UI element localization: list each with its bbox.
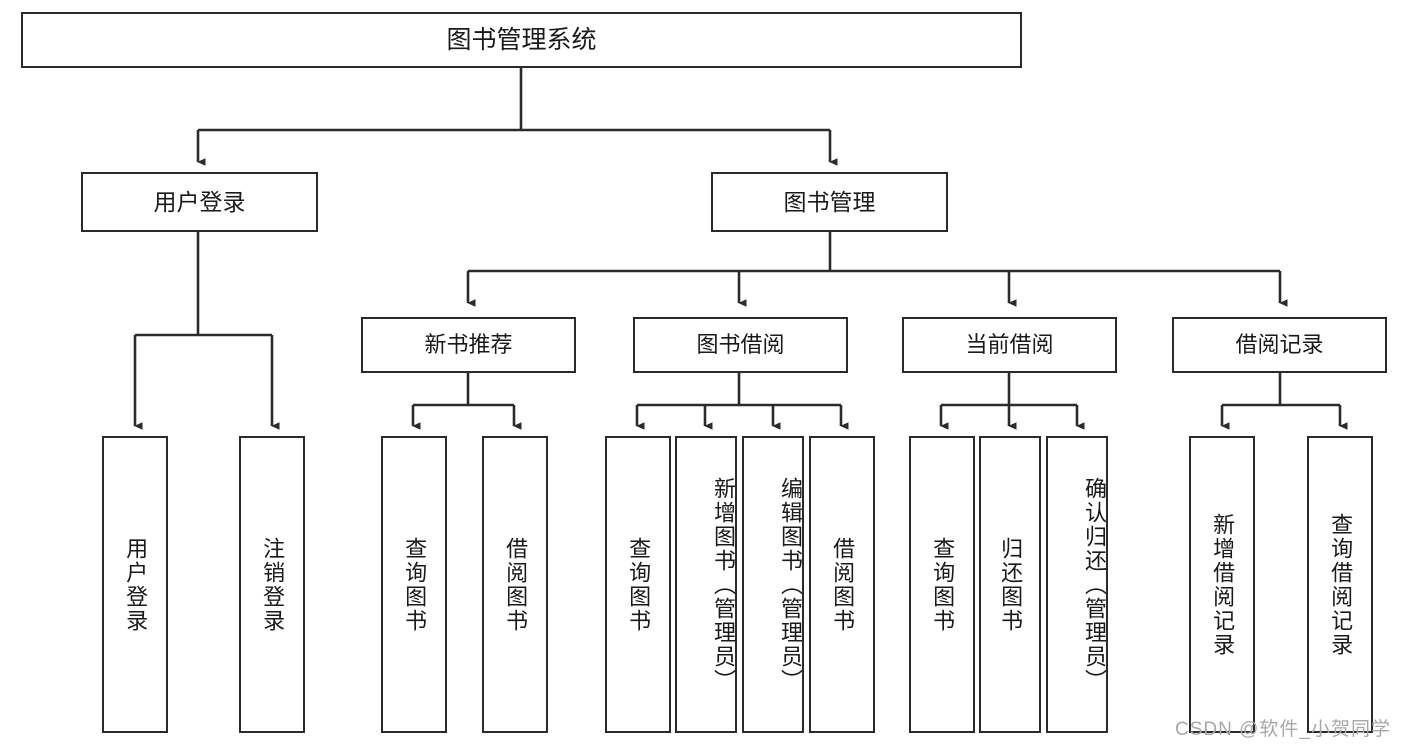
connectors-book-management-to-level3 [466, 232, 1288, 307]
leaf-add-borrowing-record[interactable]: 新增借阅记录 [1189, 436, 1255, 733]
node-label: 图书管理 [783, 188, 876, 215]
node-label: 用户登录 [123, 536, 149, 633]
node-label: 查询借阅记录 [1328, 512, 1354, 657]
connectors-new-book-to-leaves [411, 373, 522, 430]
leaf-add-book-admin[interactable]: 新增图书（管理员） [675, 436, 737, 733]
leaf-query-books-new-book[interactable]: 查询图书 [381, 436, 447, 733]
node-label: 查询图书 [402, 536, 428, 633]
leaf-borrow-books-borrowing[interactable]: 借阅图书 [809, 436, 875, 733]
connectors-user-login-to-leaves [133, 232, 280, 430]
node-user-login[interactable]: 用户登录 [81, 172, 318, 232]
node-label: 图书管理系统 [446, 25, 597, 54]
node-book-borrowing[interactable]: 图书借阅 [633, 317, 848, 373]
node-book-management[interactable]: 图书管理 [711, 172, 948, 232]
node-label: 查询图书 [930, 536, 956, 633]
node-label: 图书借阅 [696, 332, 785, 358]
node-new-book-recommendation[interactable]: 新书推荐 [361, 317, 576, 373]
node-label: 新增借阅记录 [1210, 512, 1236, 657]
node-label: 借阅图书 [830, 536, 856, 633]
leaf-confirm-return-admin[interactable]: 确认归还（管理员） [1046, 436, 1108, 733]
node-root-book-management-system[interactable]: 图书管理系统 [21, 12, 1022, 68]
connectors-borrow-to-leaves [635, 373, 849, 430]
connectors-current-to-leaves [939, 373, 1085, 430]
node-label: 借阅记录 [1235, 332, 1324, 358]
node-label: 借阅图书 [503, 536, 529, 633]
leaf-query-books-borrowing[interactable]: 查询图书 [605, 436, 671, 733]
leaf-borrow-books-new-book[interactable]: 借阅图书 [482, 436, 548, 733]
leaf-return-books[interactable]: 归还图书 [979, 436, 1041, 733]
leaf-query-borrowing-record[interactable]: 查询借阅记录 [1307, 436, 1373, 733]
connectors-records-to-leaves [1220, 373, 1348, 430]
node-borrowing-records[interactable]: 借阅记录 [1172, 317, 1387, 373]
node-label: 编辑图书（管理员） [778, 476, 803, 693]
node-label: 注销登录 [260, 536, 286, 633]
node-current-borrowing[interactable]: 当前借阅 [902, 317, 1117, 373]
node-label: 归还图书 [998, 536, 1024, 633]
leaf-query-books-current[interactable]: 查询图书 [909, 436, 975, 733]
node-label: 新书推荐 [424, 332, 513, 358]
node-label: 当前借阅 [965, 332, 1054, 358]
node-label: 新增图书（管理员） [711, 476, 736, 693]
node-label: 确认归还（管理员） [1082, 476, 1107, 693]
leaf-edit-book-admin[interactable]: 编辑图书（管理员） [742, 436, 804, 733]
node-label: 用户登录 [153, 188, 246, 215]
leaf-logout[interactable]: 注销登录 [239, 436, 305, 733]
leaf-user-login[interactable]: 用户登录 [102, 436, 168, 733]
connectors-root-to-level2 [196, 68, 838, 166]
node-label: 查询图书 [626, 536, 652, 633]
